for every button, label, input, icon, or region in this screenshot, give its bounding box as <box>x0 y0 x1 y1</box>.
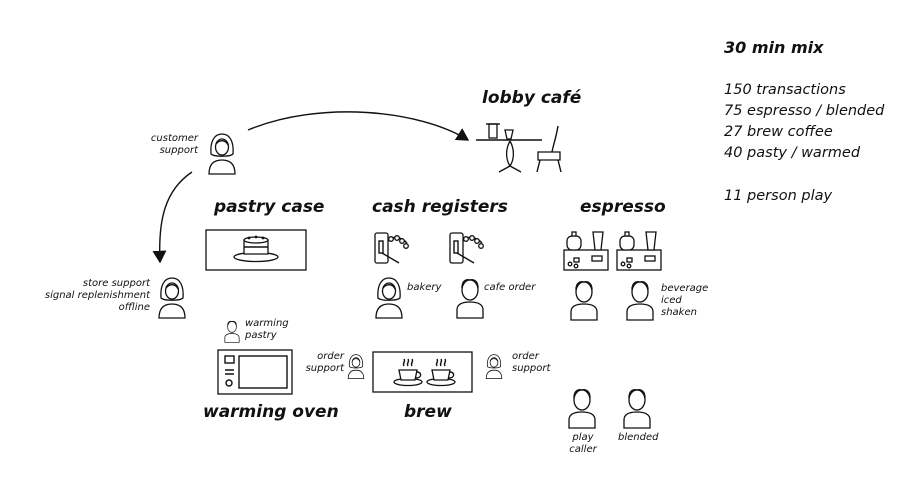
warming-oven-heading: warming oven <box>203 402 339 422</box>
cafe-order-cashier-icon <box>456 278 484 319</box>
cafe-order-label: cafe order <box>484 282 536 293</box>
arrow-to-store-support <box>152 171 193 264</box>
cash-register-2-icon <box>449 232 484 264</box>
mix-line-pastry: 40 pasty / warmed <box>724 145 861 161</box>
play-caller-person-icon <box>568 388 596 429</box>
espresso-heading: espresso <box>580 197 666 217</box>
espresso-machine-2-icon <box>616 231 662 271</box>
mix-line-transactions: 150 transactions <box>724 82 846 98</box>
cash-registers-heading: cash registers <box>372 197 508 217</box>
blended-person-icon <box>623 388 651 429</box>
barista-2-icon <box>626 280 654 321</box>
customer-support-person-icon <box>208 133 236 175</box>
mix-people: 11 person play <box>724 188 833 204</box>
cash-register-1-icon <box>374 232 409 264</box>
pastry-case-heading: pastry case <box>214 197 325 217</box>
brew-heading: brew <box>404 402 452 422</box>
order-support-left-icon <box>347 354 365 380</box>
cafe-chair-icon <box>536 125 562 173</box>
store-support-person-icon <box>158 277 186 319</box>
brew-box <box>372 351 473 393</box>
warming-oven-icon <box>217 349 293 395</box>
bakery-cashier-icon <box>375 277 403 319</box>
lobby-cafe-heading: lobby café <box>482 88 582 108</box>
warming-pastry-person-icon <box>224 320 240 343</box>
order-support-right-icon <box>485 354 503 380</box>
cake-icon <box>233 235 279 263</box>
espresso-machine-1-icon <box>563 231 609 271</box>
barista-1-icon <box>570 280 598 321</box>
mix-line-espresso: 75 espresso / blended <box>724 103 885 119</box>
blended-label: blended <box>618 432 659 443</box>
cafe-table-icon <box>476 123 542 173</box>
arrow-to-lobby <box>247 111 470 141</box>
mix-title: 30 min mix <box>724 38 824 57</box>
bakery-label: bakery <box>407 282 442 293</box>
mix-line-brew: 27 brew coffee <box>724 124 833 140</box>
